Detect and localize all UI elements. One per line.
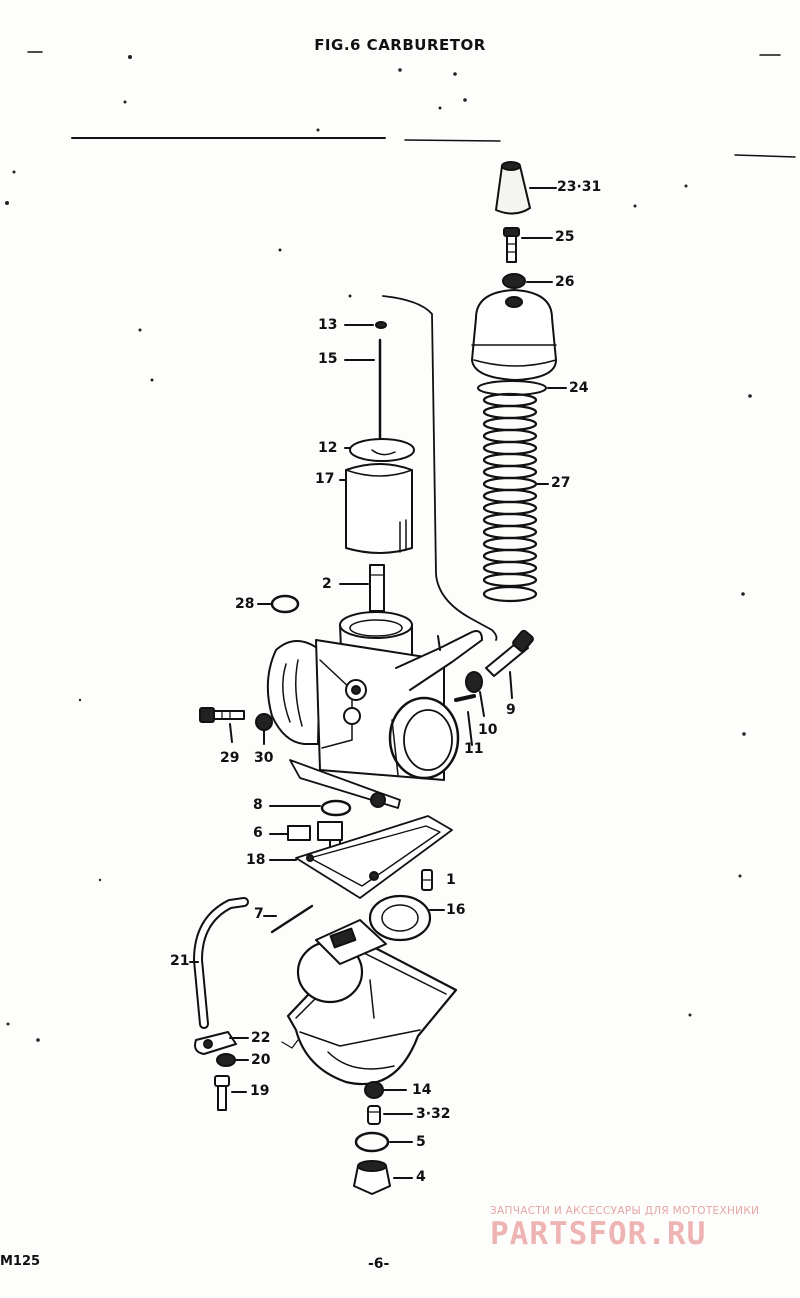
callout-4: 4	[416, 1169, 426, 1185]
callout-26: 26	[555, 274, 575, 290]
callout-25: 25	[555, 229, 575, 245]
part-plug-4	[353, 1160, 413, 1195]
callout-15: 15	[318, 351, 338, 367]
callout-7: 7	[254, 906, 264, 922]
part-jet-3	[367, 1105, 413, 1125]
callout-9: 9	[506, 702, 516, 718]
throttle-cable	[382, 295, 498, 641]
part-top-cap-24	[471, 289, 567, 396]
part-spring-30	[255, 713, 273, 745]
part-float-chamber	[286, 919, 458, 1086]
part-oring-5	[354, 1131, 413, 1153]
part-14	[364, 1081, 407, 1099]
part-gasket-18	[269, 815, 453, 899]
scan-specks	[5, 55, 752, 1042]
watermark-tagline: ЗАПЧАСТИ И АКСЕССУАРЫ ДЛЯ МОТОТЕХНИКИ	[490, 1205, 760, 1217]
callout-27: 27	[551, 475, 571, 491]
part-bracket-22	[194, 1031, 299, 1055]
part-float-16	[368, 894, 445, 942]
part-carburetor-body	[266, 611, 483, 809]
part-oring-28	[257, 594, 300, 614]
watermark-brand[interactable]: PARTSFOR.RU	[490, 1216, 707, 1252]
page-number: -6-	[368, 1256, 390, 1272]
part-adjuster-25	[503, 227, 553, 263]
part-screw-19	[214, 1075, 247, 1111]
callout-10: 10	[478, 722, 498, 738]
part-throttle-valve-17	[339, 463, 413, 554]
callout-8: 8	[253, 797, 263, 813]
part-screw-9	[485, 629, 534, 699]
callout-3-32: 3·32	[416, 1106, 451, 1122]
callout-22: 22	[251, 1030, 271, 1046]
part-jet-2	[339, 564, 385, 612]
part-washer-20	[216, 1053, 249, 1067]
part-screw-29	[199, 707, 245, 743]
callout-29: 29	[220, 750, 240, 766]
model-code: M125	[0, 1254, 41, 1269]
callout-28: 28	[235, 596, 255, 612]
part-retainer-12	[344, 438, 415, 462]
part-spring-10	[465, 671, 485, 717]
part-clip-13	[344, 321, 387, 329]
part-pin-7	[263, 904, 314, 934]
figure-title: FIG.6 CARBURETOR	[314, 36, 486, 54]
callout-21: 21	[170, 953, 190, 969]
callout-6: 6	[253, 825, 263, 841]
callout-11: 11	[464, 741, 484, 757]
callout-20: 20	[251, 1052, 271, 1068]
callout-17: 17	[315, 471, 335, 487]
callout-24: 24	[569, 380, 589, 396]
part-spring-27	[482, 392, 549, 603]
header-rule	[27, 51, 796, 158]
callout-23-31: 23·31	[557, 179, 602, 195]
callout-12: 12	[318, 440, 338, 456]
part-cap-23	[495, 161, 557, 215]
part-oring-8	[269, 799, 352, 817]
callout-18: 18	[246, 852, 266, 868]
callout-30: 30	[254, 750, 274, 766]
part-nut-26	[502, 273, 553, 289]
callout-16: 16	[446, 902, 466, 918]
part-screw-11	[454, 694, 476, 746]
callout-13: 13	[318, 317, 338, 333]
part-jet-1	[421, 869, 433, 891]
callout-5: 5	[416, 1134, 426, 1150]
part-needle-15	[344, 338, 382, 442]
callout-1: 1	[446, 872, 456, 888]
callout-2: 2	[322, 576, 332, 592]
callout-14: 14	[412, 1082, 432, 1098]
callout-19: 19	[250, 1083, 270, 1099]
part-tube-21	[189, 897, 249, 1029]
